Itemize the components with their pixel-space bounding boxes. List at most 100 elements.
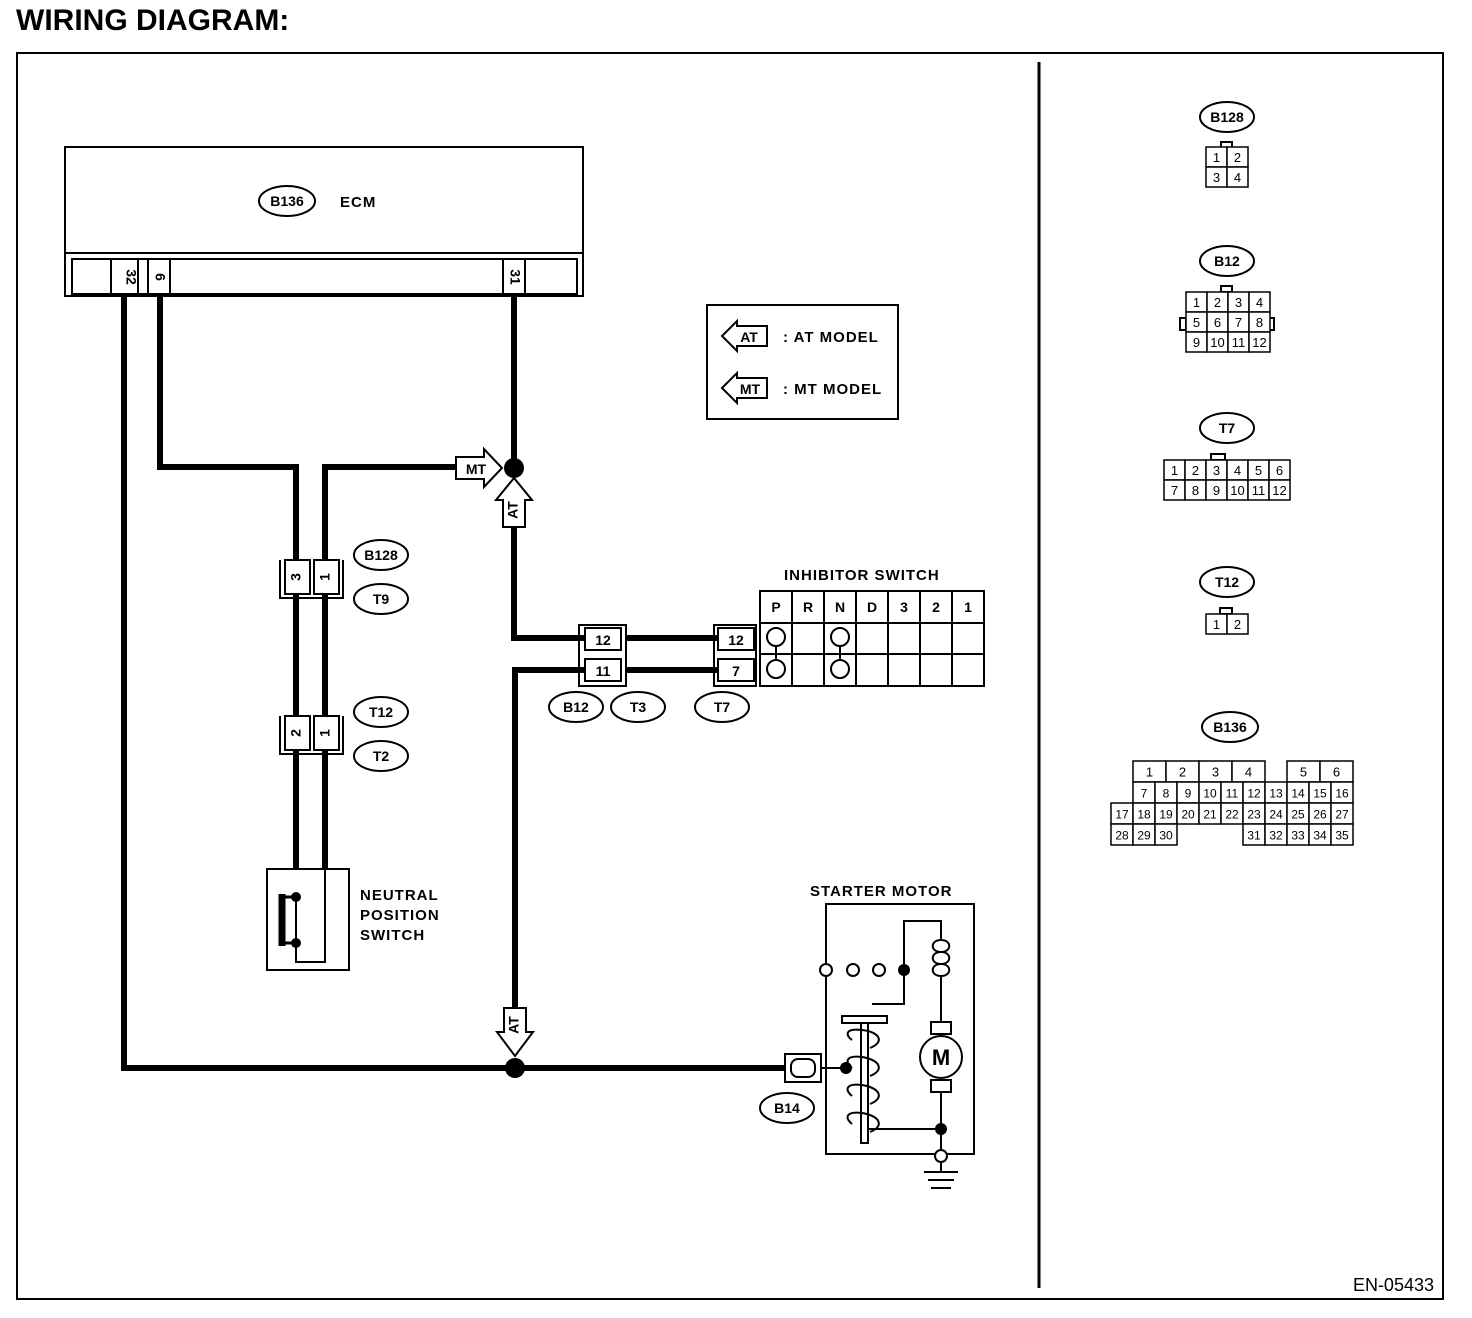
pin-number: 5: [1255, 463, 1262, 478]
pin-number: 19: [1159, 808, 1173, 822]
pin-number: 2: [1214, 295, 1221, 310]
pin-number: 1: [1193, 295, 1200, 310]
npsw-lower-pin-2: 2: [288, 729, 304, 737]
pin-number: 3: [1235, 295, 1242, 310]
diagram-frame: [16, 52, 1444, 1300]
pin-number: 30: [1159, 829, 1173, 843]
pin-number: 28: [1115, 829, 1129, 843]
pin-number: 2: [1234, 150, 1241, 165]
pin-number: 8: [1192, 483, 1199, 498]
npsw-lower-pin-1: 1: [317, 729, 333, 737]
pin-number: 18: [1137, 808, 1151, 822]
inhibitor-pos-2: 2: [932, 599, 940, 615]
pin-number: 9: [1185, 787, 1192, 801]
wire-harness: [121, 296, 785, 1071]
pin-number: 11: [1252, 483, 1266, 498]
svg-text:AT: AT: [740, 329, 758, 345]
pin-number: 15: [1313, 787, 1327, 801]
pin-cell: [1226, 613, 1249, 635]
inline-connector-b12-t3: 12 11 B12 T3: [548, 624, 666, 723]
inhibitor-switch: INHIBITOR SWITCH 12 7 P R N D 3 2 1: [694, 567, 985, 723]
view-b136-label: B136: [1213, 719, 1247, 735]
pin-number: 16: [1335, 787, 1349, 801]
ecm-pin-31: 31: [507, 269, 523, 285]
pin-number: 13: [1269, 787, 1283, 801]
figure-id: EN-05433: [1353, 1275, 1434, 1295]
pin-number: 33: [1291, 829, 1305, 843]
pin-number: 3: [1213, 463, 1220, 478]
pin-number: 25: [1291, 808, 1305, 822]
wire-at-lower: [512, 667, 585, 1032]
svg-text:MT: MT: [466, 461, 487, 477]
pin-number: 35: [1335, 829, 1349, 843]
pin-number: 4: [1256, 295, 1263, 310]
legend-at-text: : AT MODEL: [783, 329, 879, 346]
pin-number: 7: [1141, 787, 1148, 801]
pin-number: 1: [1213, 617, 1220, 632]
pin-number: 14: [1291, 787, 1305, 801]
inhibitor-pos-d: D: [867, 599, 877, 615]
inline-pin-12: 12: [595, 632, 611, 648]
pin-number: 7: [1171, 483, 1178, 498]
pin-cell: [1268, 479, 1291, 501]
pin-number: 21: [1203, 808, 1217, 822]
pin-number: 10: [1230, 483, 1244, 498]
pin-number: 2: [1234, 617, 1241, 632]
pin-number: 1: [1146, 765, 1153, 780]
pin-number: 4: [1234, 170, 1241, 185]
inhibitor-title: INHIBITOR SWITCH: [784, 567, 940, 584]
npsw-label-line1: NEUTRAL: [360, 887, 439, 904]
inline-pin-11: 11: [596, 663, 611, 679]
npsw-upper-pin-1: 1: [317, 573, 333, 581]
inhibitor-pos-1: 1: [964, 599, 972, 615]
pin-cell: [1226, 166, 1249, 188]
npsw-upper-pin-3: 3: [288, 573, 304, 581]
wire-ecm-32-ground: [121, 296, 785, 1071]
pin-number: 2: [1179, 765, 1186, 780]
pin-number: 29: [1137, 829, 1151, 843]
ecm-pin-6: 6: [152, 273, 168, 281]
pin-cell: [1248, 331, 1271, 353]
inhibitor-grid: [759, 590, 985, 687]
npsw-label-line3: SWITCH: [360, 927, 425, 944]
pin-number: 22: [1225, 808, 1239, 822]
view-b128-label: B128: [1210, 109, 1244, 125]
pin-number: 7: [1235, 315, 1242, 330]
mt-junction-arrow: MT: [455, 446, 504, 490]
pin-number: 12: [1272, 483, 1286, 498]
pin-cell: [1330, 823, 1354, 846]
pin-number: 8: [1163, 787, 1170, 801]
pin-number: 10: [1203, 787, 1217, 801]
inhibitor-pos-n: N: [835, 599, 845, 615]
legend-mt-arrow: MT: [720, 370, 768, 406]
npsw-connector-upper: 3 1 B128 T9: [279, 539, 409, 615]
npsw-upper-label-t9: T9: [373, 591, 390, 607]
pin-number: 32: [1269, 829, 1283, 843]
pin-number: 26: [1313, 808, 1327, 822]
npsw-upper-label-b128: B128: [364, 547, 398, 563]
junction-ecm31: [504, 458, 524, 478]
view-t7-label: T7: [1219, 420, 1236, 436]
starter-title: STARTER MOTOR: [810, 883, 952, 900]
wire-at-branch: [511, 527, 585, 641]
inhibitor-pin-7: 7: [732, 663, 740, 679]
at-junction-arrow-upper: AT: [493, 476, 535, 528]
inhibitor-pos-r: R: [803, 599, 813, 615]
inhibitor-contacts: [766, 627, 850, 679]
pin-number: 11: [1226, 787, 1239, 801]
pin-number: 27: [1335, 808, 1349, 822]
pin-number: 4: [1234, 463, 1241, 478]
pin-cell: [1154, 823, 1178, 846]
starter-connector-label: B14: [774, 1100, 800, 1116]
motor-symbol: M: [932, 1045, 950, 1070]
pin-number: 1: [1213, 150, 1220, 165]
neutral-position-switch: NEUTRAL POSITION SWITCH: [266, 868, 439, 971]
pin-number: 9: [1213, 483, 1220, 498]
diagram-title: WIRING DIAGRAM:: [16, 4, 290, 37]
pin-number: 1: [1171, 463, 1178, 478]
